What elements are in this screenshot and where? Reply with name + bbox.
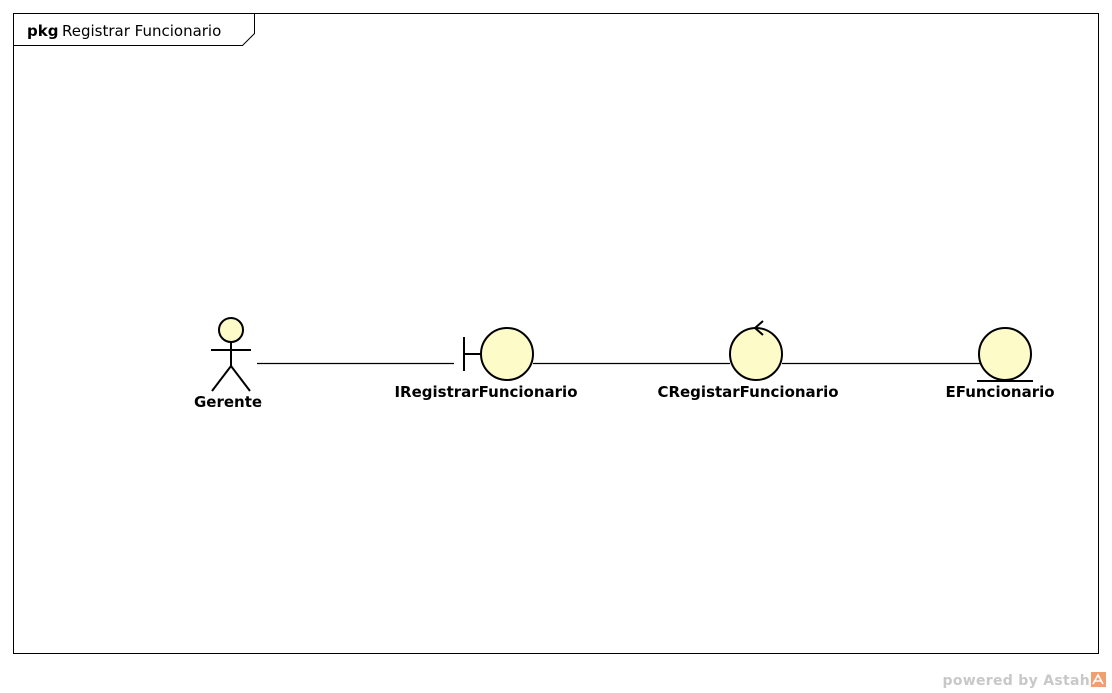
control-cregistarfuncionario[interactable]: CRegistarFuncionario	[657, 320, 839, 401]
boundary-iregistrarfuncionario[interactable]: IRegistrarFuncionario	[394, 327, 578, 401]
astah-watermark: powered by Astah	[943, 672, 1106, 689]
frame-name: Registrar Funcionario	[62, 22, 221, 40]
entity-label: EFuncionario	[945, 383, 1054, 401]
boundary-label: IRegistrarFuncionario	[394, 383, 577, 401]
frame-keyword: pkg	[27, 22, 58, 40]
control-icon	[729, 320, 783, 381]
boundary-icon	[463, 327, 534, 381]
actor-gerente[interactable]: Gerente	[194, 317, 262, 411]
control-label: CRegistarFuncionario	[657, 383, 838, 401]
frame-name-tab	[13, 13, 255, 46]
actor-icon	[211, 317, 251, 392]
package-frame	[13, 13, 1099, 654]
astah-logo-icon	[1091, 672, 1106, 687]
entity-icon	[977, 327, 1033, 382]
entity-efuncionario[interactable]: EFuncionario	[945, 327, 1055, 401]
actor-label: Gerente	[194, 393, 262, 411]
watermark-text: powered by Astah	[942, 673, 1090, 689]
